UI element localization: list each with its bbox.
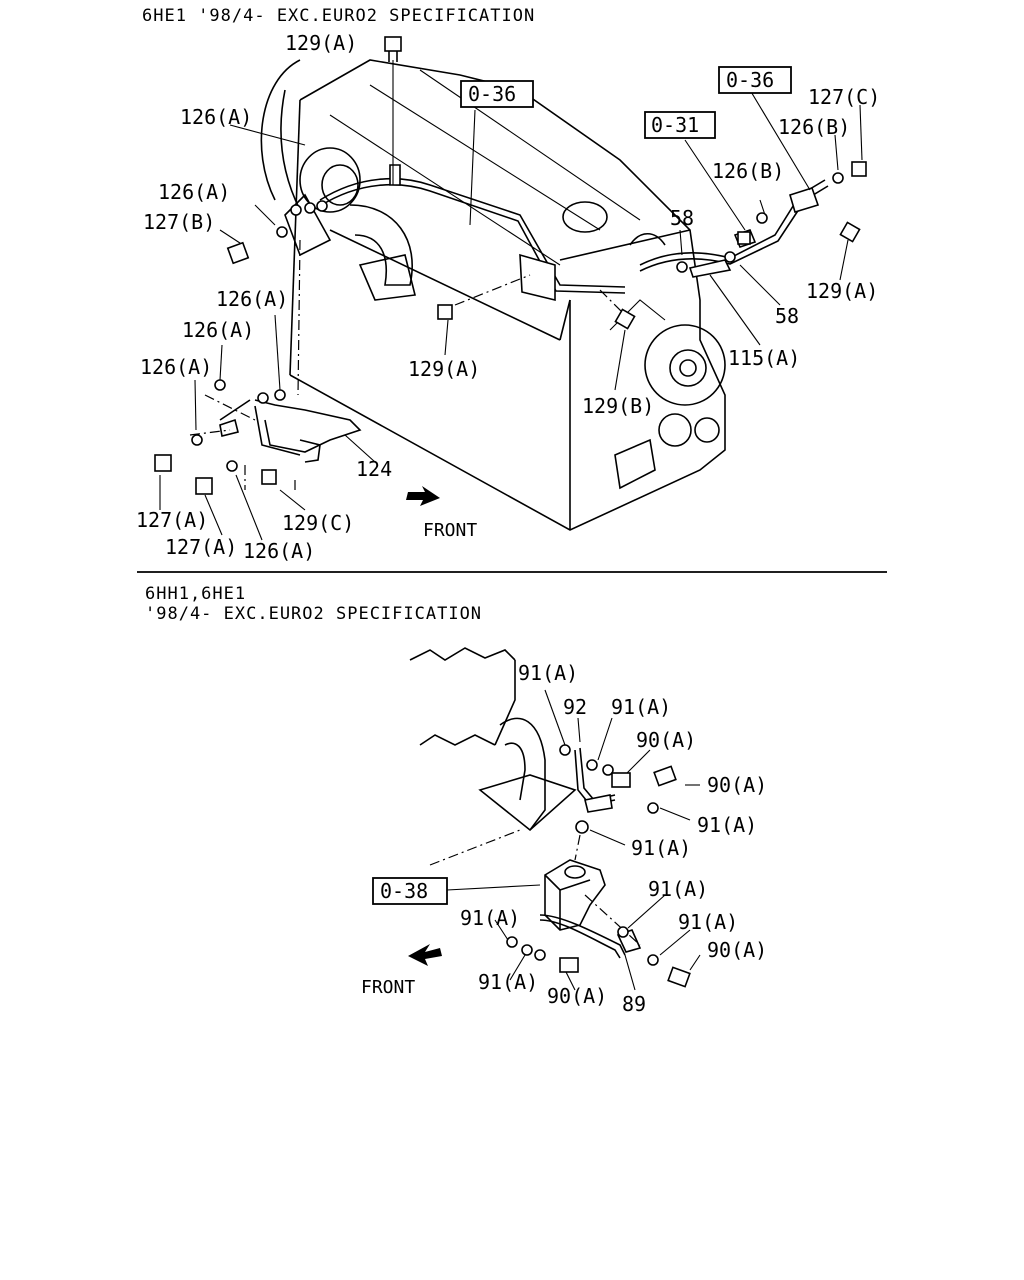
bottom-header-line2: '98/4- EXC.EURO2 SPECIFICATION xyxy=(145,604,482,624)
svg-text:126(A): 126(A) xyxy=(140,355,212,379)
front-label-bottom: FRONT xyxy=(361,977,415,998)
svg-text:58: 58 xyxy=(670,206,694,230)
svg-text:91(A): 91(A) xyxy=(697,813,757,837)
svg-text:91(A): 91(A) xyxy=(478,970,538,994)
svg-text:126(A): 126(A) xyxy=(182,318,254,342)
leader-lines-bottom xyxy=(429,689,701,991)
svg-text:0-31: 0-31 xyxy=(651,113,699,137)
svg-text:92: 92 xyxy=(563,695,587,719)
svg-text:90(A): 90(A) xyxy=(547,984,607,1008)
ref-box-0-36-a: 0-36 xyxy=(460,80,534,108)
washer xyxy=(191,172,844,472)
bracket xyxy=(219,399,362,463)
svg-text:90(A): 90(A) xyxy=(636,728,696,752)
washer-bottom xyxy=(506,744,659,966)
oil-pipe xyxy=(319,164,829,302)
top-labels: 129(A) 126(A) 126(A) 127(B) 126(A) 126(A… xyxy=(136,31,880,563)
svg-text:126(B): 126(B) xyxy=(778,115,850,139)
engine-outline xyxy=(289,59,726,531)
svg-text:124: 124 xyxy=(356,457,392,481)
svg-text:58: 58 xyxy=(775,304,799,328)
svg-text:129(A): 129(A) xyxy=(285,31,357,55)
banjo-bolt xyxy=(154,36,867,495)
svg-text:90(A): 90(A) xyxy=(707,938,767,962)
svg-text:91(A): 91(A) xyxy=(631,836,691,860)
svg-text:129(A): 129(A) xyxy=(806,279,878,303)
svg-text:129(B): 129(B) xyxy=(582,394,654,418)
svg-text:91(A): 91(A) xyxy=(611,695,671,719)
svg-text:126(B): 126(B) xyxy=(712,159,784,183)
leader-lines xyxy=(159,60,863,541)
svg-text:127(A): 127(A) xyxy=(165,535,237,559)
top-header: 6HE1 '98/4- EXC.EURO2 SPECIFICATION xyxy=(142,6,535,26)
svg-text:91(A): 91(A) xyxy=(518,661,578,685)
svg-text:90(A): 90(A) xyxy=(707,773,767,797)
engine-rear-outline xyxy=(409,647,577,832)
svg-text:126(A): 126(A) xyxy=(158,180,230,204)
svg-text:115(A): 115(A) xyxy=(728,346,800,370)
bottom-labels: 91(A) 92 91(A) 90(A) 90(A) 91(A) 91(A) 9… xyxy=(460,661,767,1016)
front-arrow-icon xyxy=(406,486,440,506)
svg-text:0-36: 0-36 xyxy=(468,82,516,106)
svg-text:129(A): 129(A) xyxy=(408,357,480,381)
svg-text:127(B): 127(B) xyxy=(143,210,215,234)
svg-text:91(A): 91(A) xyxy=(460,906,520,930)
svg-text:129(C): 129(C) xyxy=(282,511,354,535)
svg-text:0-38: 0-38 xyxy=(380,879,428,903)
banjo-bolt-bottom xyxy=(559,765,691,988)
svg-text:91(A): 91(A) xyxy=(678,910,738,934)
svg-text:127(A): 127(A) xyxy=(136,508,208,532)
svg-text:91(A): 91(A) xyxy=(648,877,708,901)
ref-box-0-31: 0-31 xyxy=(644,111,716,139)
svg-text:0-36: 0-36 xyxy=(726,68,774,92)
bottom-header-line1: 6HH1,6HE1 xyxy=(145,584,246,604)
front-label-top: FRONT xyxy=(423,520,477,541)
injection-pump xyxy=(544,859,606,931)
svg-text:126(A): 126(A) xyxy=(216,287,288,311)
svg-text:126(A): 126(A) xyxy=(180,105,252,129)
svg-text:126(A): 126(A) xyxy=(243,539,315,563)
ref-box-0-36-b: 0-36 xyxy=(718,66,792,94)
svg-text:89: 89 xyxy=(622,992,646,1016)
ref-box-0-38: 0-38 xyxy=(372,877,448,905)
front-arrow-icon-bottom xyxy=(408,944,442,966)
svg-text:127(C): 127(C) xyxy=(808,85,880,109)
